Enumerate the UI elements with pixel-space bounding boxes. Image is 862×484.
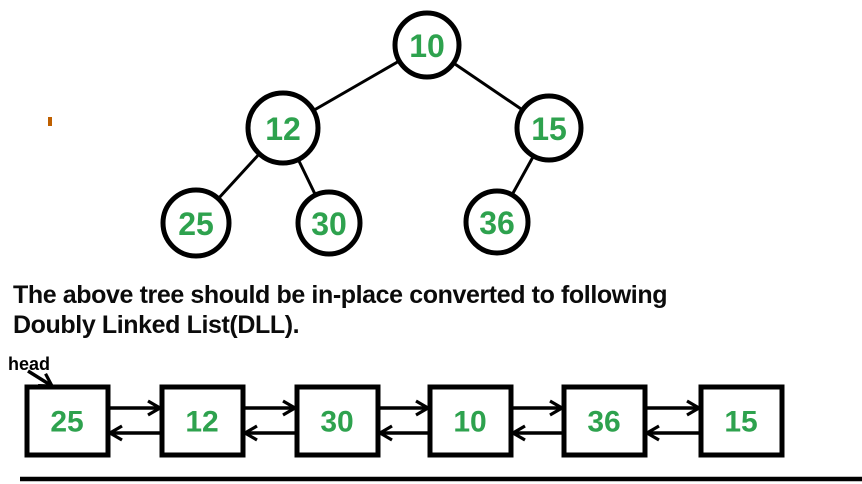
- dll-node-value: 10: [453, 406, 486, 439]
- tree-node-value: 25: [178, 206, 214, 242]
- dll-node-box: [24, 384, 111, 458]
- tree-node-circle: [463, 188, 531, 256]
- caption-line-1: The above tree should be in-place conver…: [13, 281, 668, 309]
- dll-node-value: 36: [587, 406, 620, 439]
- dll-node-10: 10: [427, 384, 514, 458]
- tree-node-30: 30: [295, 189, 363, 257]
- dll-node-value: 12: [185, 406, 218, 439]
- dll-node-25: 25: [24, 384, 111, 458]
- dll-node-box: [698, 384, 785, 458]
- tree-node-circle: [245, 90, 321, 166]
- dll-node-value: 15: [724, 406, 757, 439]
- tree-node-15: 15: [514, 93, 584, 163]
- tree-node-12: 12: [245, 90, 321, 166]
- tree-node-value: 30: [311, 206, 347, 242]
- tree-node-circle: [295, 189, 363, 257]
- tree-node-circle: [160, 187, 232, 259]
- dll-node-box: [159, 384, 246, 458]
- tree-node-36: 36: [463, 188, 531, 256]
- tree-node-value: 36: [479, 205, 515, 241]
- dll-node-36: 36: [561, 384, 648, 458]
- dll-node-box: [561, 384, 648, 458]
- caption: The above tree should be in-place conver…: [13, 280, 833, 340]
- stray-mark: [48, 117, 52, 126]
- tree-node-value: 15: [531, 111, 567, 147]
- tree-node-circle: [514, 93, 584, 163]
- dll-node-value: 30: [320, 406, 353, 439]
- binary-tree-diagram: 10 12 15 25 30 36: [48, 10, 584, 259]
- tree-node-25: 25: [160, 187, 232, 259]
- head-pointer-label: head: [8, 354, 50, 374]
- tree-node-value: 10: [409, 28, 445, 64]
- dll-node-30: 30: [294, 384, 381, 458]
- dll-node-box: [294, 384, 381, 458]
- dll-node-15: 15: [698, 384, 785, 458]
- tree-node-circle: [392, 10, 462, 80]
- dll-node-12: 12: [159, 384, 246, 458]
- tree-node-10: 10: [392, 10, 462, 80]
- dll-node-box: [427, 384, 514, 458]
- head-pointer-arrow: [27, 369, 52, 386]
- caption-line-2: Doubly Linked List(DLL).: [13, 311, 300, 339]
- dll-node-value: 25: [50, 406, 83, 439]
- tree-node-value: 12: [265, 111, 301, 147]
